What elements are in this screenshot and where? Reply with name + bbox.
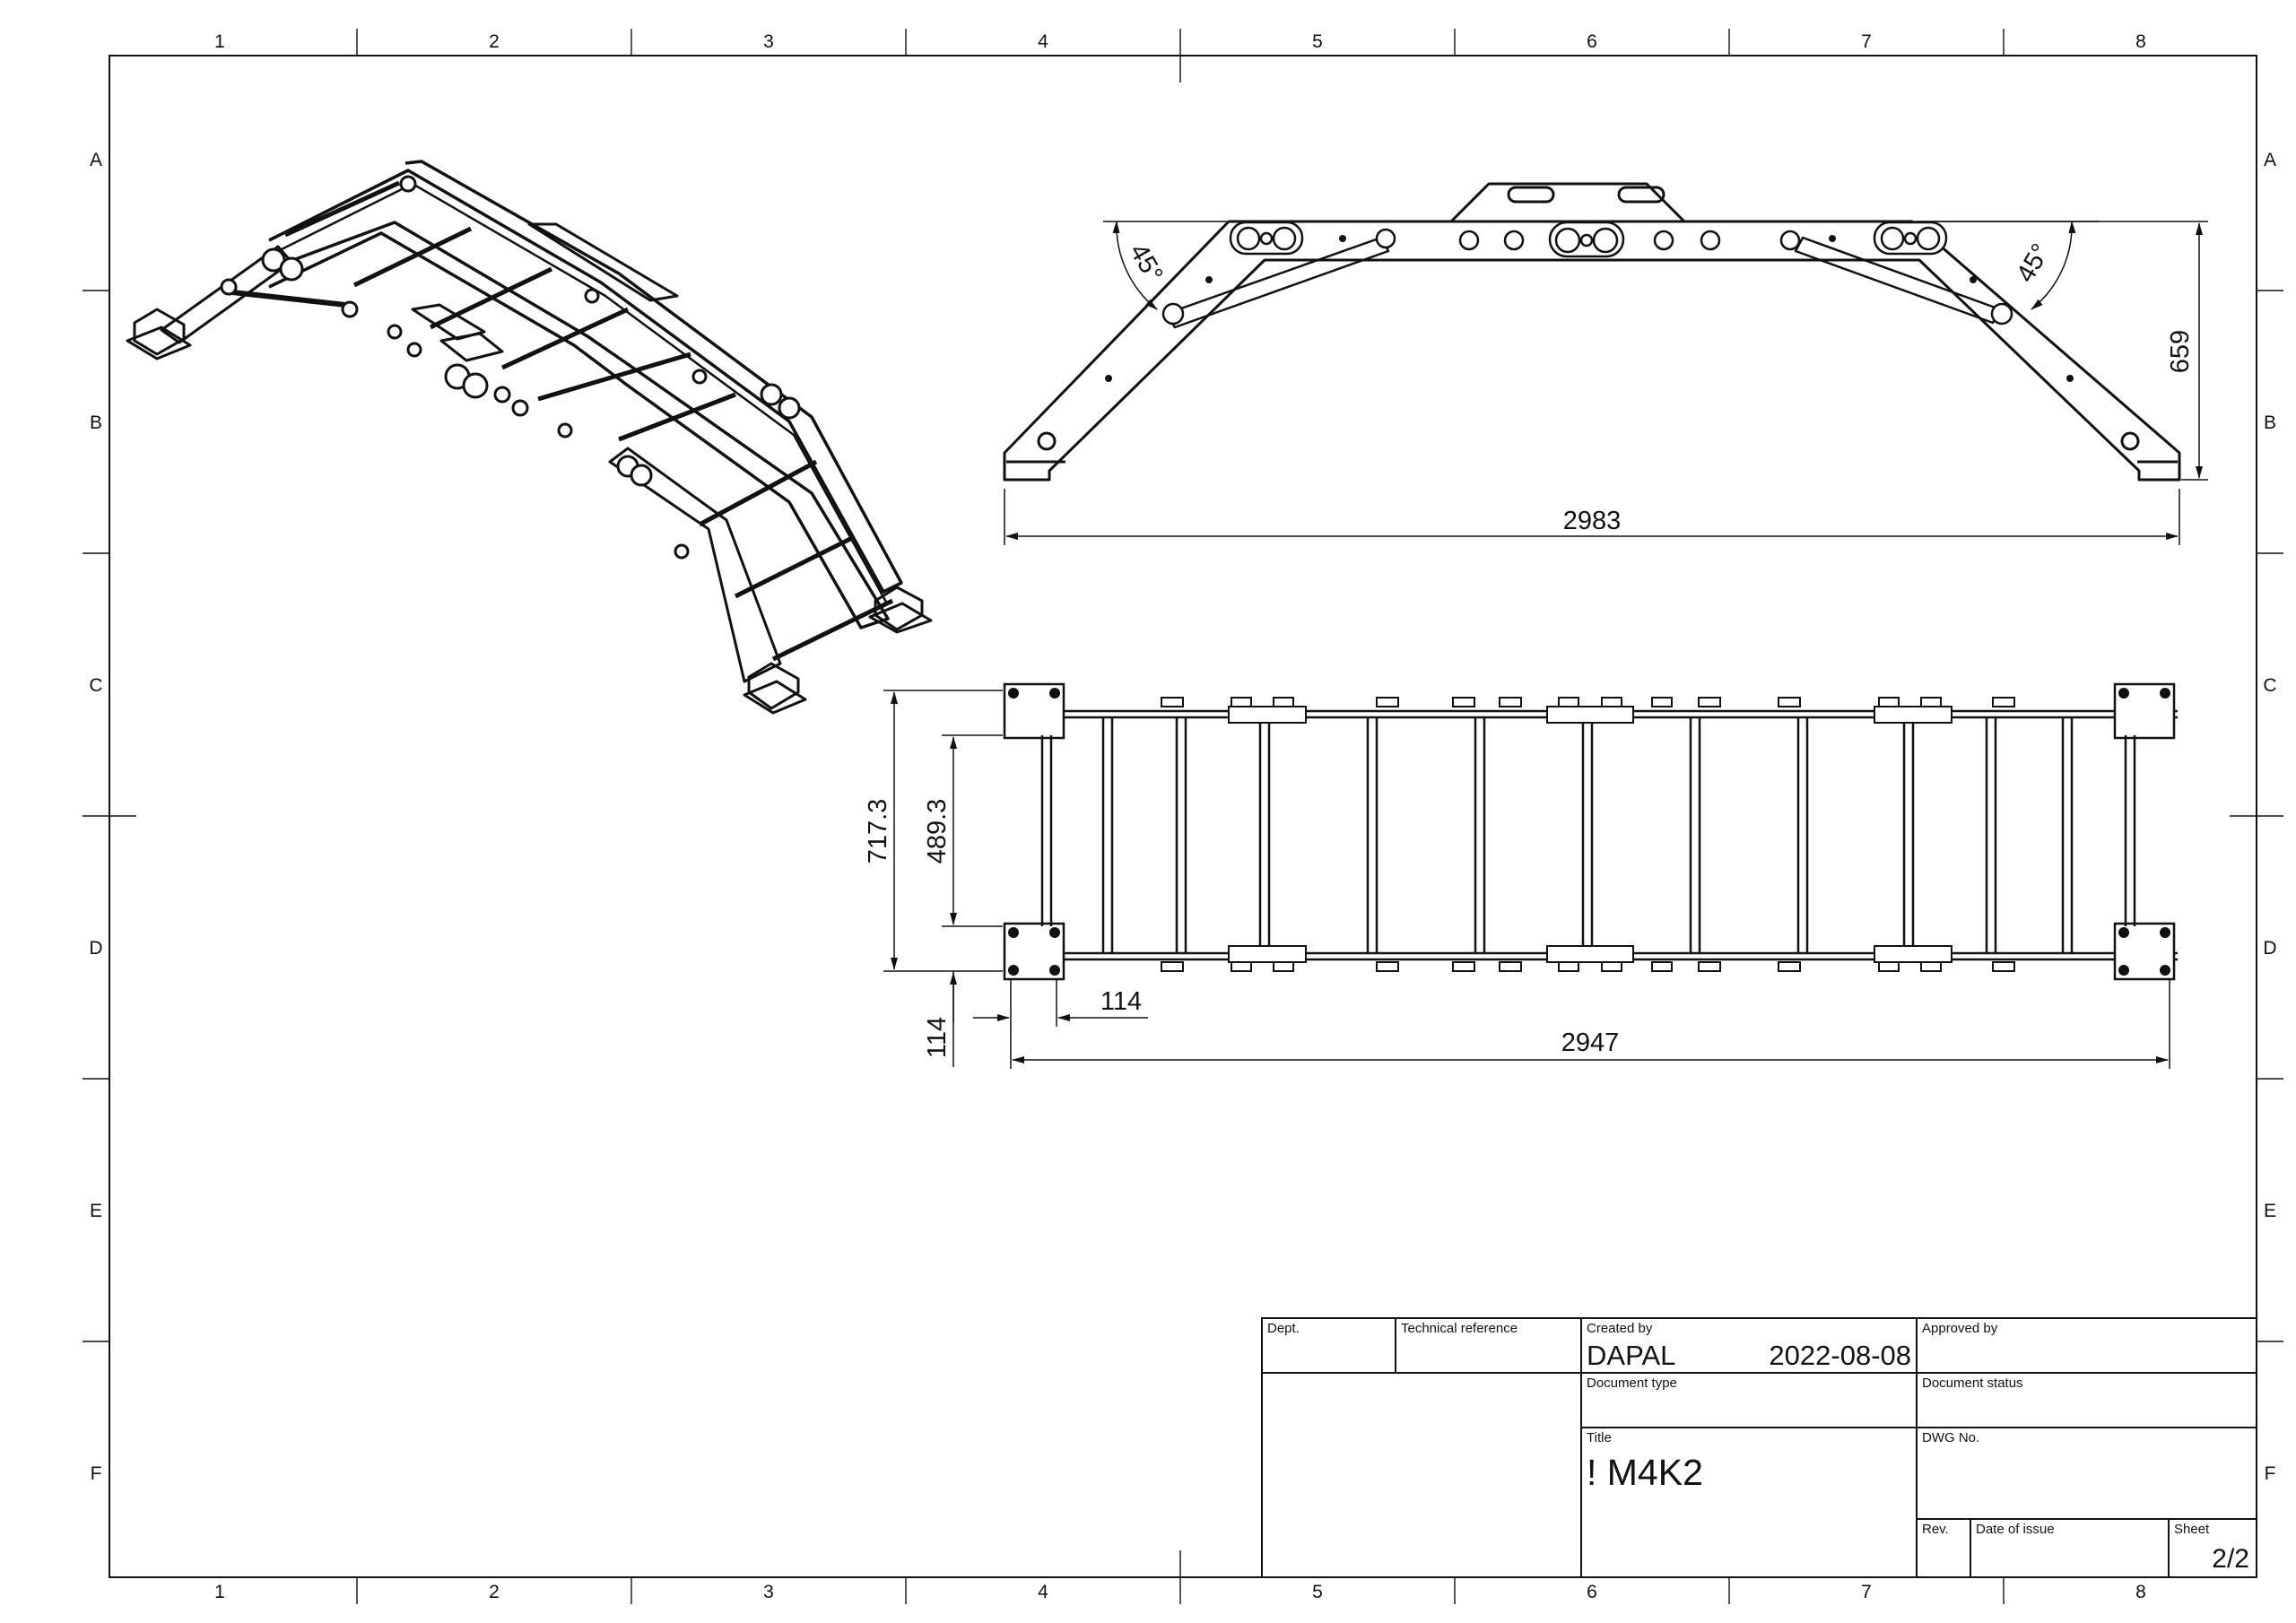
zone-col-1-bottom: 1 [214,1582,225,1602]
zone-row-c-left: C [89,675,102,696]
zone-row-b-left: B [90,412,102,433]
zone-col-8-top: 8 [2135,31,2146,52]
drawing-frame [109,55,2257,1578]
dim-angle-right: 45° [2011,239,2056,288]
technical-reference-label: Technical reference [1401,1321,1518,1336]
zone-column-labels-bottom: 1 2 3 4 5 6 7 8 [214,1582,2146,1602]
sheet-value: 2/2 [2212,1544,2249,1574]
side-view [1003,182,2208,545]
zone-row-f-left: F [91,1463,102,1484]
zone-row-e-right: E [2264,1201,2276,1221]
date-of-issue-label: Date of issue [1976,1522,2055,1537]
zone-col-3-bottom: 3 [763,1582,774,1602]
document-type-label: Document type [1587,1376,1677,1391]
zone-col-7-top: 7 [1861,31,1872,52]
title-label: Title [1587,1430,1612,1445]
zone-row-a-left: A [90,150,102,170]
approved-by-label: Approved by [1922,1321,1998,1336]
zone-row-d-right: D [2263,938,2276,959]
top-view [883,682,2178,1069]
zone-col-2-bottom: 2 [489,1582,500,1602]
dwg-no-label: DWG No. [1922,1430,1979,1445]
dim-side-width: 2983 [1563,507,1622,535]
zone-row-labels-left: A B C D E F [89,150,102,1484]
zone-row-f-right: F [2265,1463,2276,1484]
title-block [1261,1317,2257,1578]
row-ticks [83,290,2283,1342]
dim-side-height: 659 [2166,330,2195,373]
zone-col-4-bottom: 4 [1038,1582,1048,1602]
zone-col-5-bottom: 5 [1312,1582,1323,1602]
rev-label: Rev. [1922,1522,1949,1537]
column-ticks [356,29,2005,1604]
zone-row-e-left: E [90,1201,102,1221]
isometric-view [126,160,933,715]
zone-col-8-bottom: 8 [2135,1582,2146,1602]
dim-top-inner-width: 489.3 [923,799,952,864]
created-by-value: DAPAL [1587,1340,1675,1371]
zone-col-2-top: 2 [489,31,500,52]
zone-column-labels-top: 1 2 3 4 5 6 7 8 [214,31,2146,52]
zone-row-d-left: D [89,938,102,959]
zone-col-6-bottom: 6 [1587,1582,1597,1602]
dim-top-outer-width: 717.3 [864,799,892,864]
zone-row-b-right: B [2264,412,2276,433]
zone-col-1-top: 1 [214,31,225,52]
zone-col-6-top: 6 [1587,31,1597,52]
created-date-value: 2022-08-08 [1769,1340,1911,1371]
zone-row-a-right: A [2264,150,2276,170]
created-by-label: Created by [1587,1321,1653,1336]
dept-label: Dept. [1267,1321,1300,1336]
document-status-label: Document status [1922,1376,2023,1391]
zone-row-labels-right: A B C D E F [2263,150,2276,1484]
dim-angle-left: 45° [1124,239,1169,288]
zone-col-3-top: 3 [763,31,774,52]
drawing-title: ! M4K2 [1587,1452,1703,1493]
dim-end-offset-v: 114 [923,1017,952,1058]
zone-col-5-top: 5 [1312,31,1323,52]
zone-row-c-right: C [2263,675,2276,696]
dim-top-length: 2947 [1561,1028,1620,1057]
zone-col-7-bottom: 7 [1861,1582,1872,1602]
zone-col-4-top: 4 [1038,31,1048,52]
dim-end-offset-h: 114 [1100,987,1142,1016]
sheet-label: Sheet [2174,1522,2210,1537]
